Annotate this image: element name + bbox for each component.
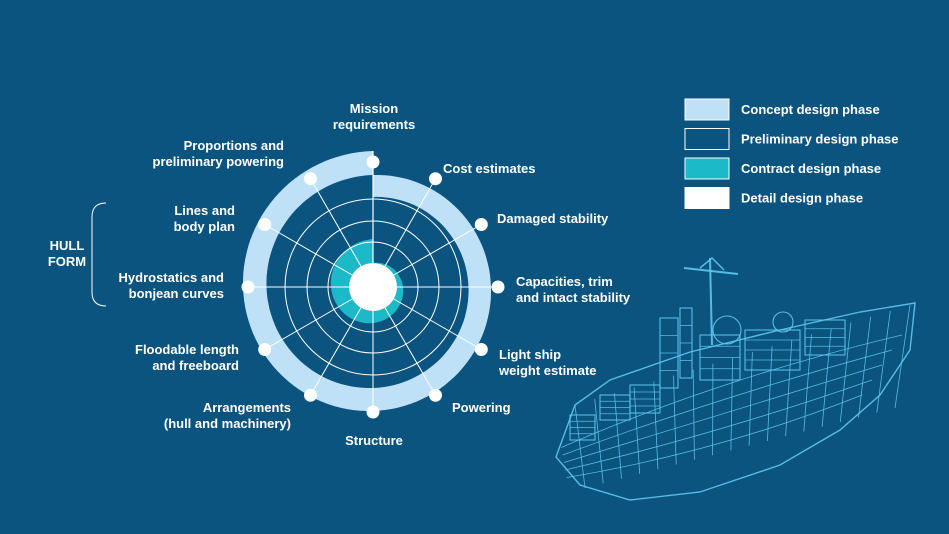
label-arrangements-line1: Arrangements <box>203 400 291 415</box>
ship-dome <box>772 311 794 333</box>
spoke-powering <box>384 307 436 395</box>
ship-mesh-rib <box>785 340 793 437</box>
label-mission-line2: requirements <box>333 117 415 132</box>
ship-mesh-stringer <box>561 334 903 448</box>
ship-mesh-rib <box>803 334 812 432</box>
marker-damaged <box>474 218 488 231</box>
spoke-lightship <box>393 298 481 350</box>
label-floodable-line1: Floodable length <box>135 342 239 357</box>
label-damaged-line1: Damaged stability <box>497 211 609 226</box>
marker-lightship <box>474 343 488 356</box>
marker-mission <box>366 155 380 169</box>
ship-mesh-rib <box>653 381 659 470</box>
contract-phase-ring <box>330 239 404 324</box>
marker-proportions <box>304 172 317 186</box>
spoke-floodable <box>265 298 353 350</box>
spoke-cost <box>384 179 436 267</box>
label-proportions-line2: preliminary powering <box>153 154 285 169</box>
label-hydrostatics-line2: bonjean curves <box>129 286 224 301</box>
ship-mesh-rib <box>821 328 832 427</box>
label-mission-line1: Mission <box>350 101 398 116</box>
legend-label-4: Detail design phase <box>741 191 863 206</box>
ship-mesh-rib <box>876 310 891 413</box>
ship-mesh-stringer <box>565 379 873 471</box>
legend-label-3: Contract design phase <box>741 161 881 176</box>
label-powering-line1: Powering <box>452 400 511 415</box>
marker-floodable <box>258 343 272 356</box>
spoke-lines <box>265 224 353 276</box>
spoke-arrangements <box>310 307 362 395</box>
label-capacities-line1: Capacities, trim <box>516 274 613 289</box>
spoke-proportions <box>310 179 362 267</box>
ship-mesh-rib <box>673 375 677 465</box>
hull-form-bracket <box>91 202 107 307</box>
label-arrangements-line2: (hull and machinery) <box>164 416 291 431</box>
hull-form-label-line1: HULL <box>50 238 85 253</box>
label-floodable-line2: and freeboard <box>152 358 239 373</box>
ship-mesh-rib <box>858 316 871 418</box>
label-proportions-line1: Proportions and <box>184 138 284 153</box>
label-lines-line2: body plan <box>174 219 235 234</box>
ship-mesh-rib <box>692 369 695 460</box>
label-lightship-line2: weight estimate <box>498 363 597 378</box>
ship-mesh-rib <box>767 346 773 441</box>
marker-powering <box>429 388 442 402</box>
marker-arrangements <box>304 388 317 402</box>
legend-label-2: Preliminary design phase <box>741 132 899 147</box>
ship-mast-yard <box>683 267 739 275</box>
ship-mesh-rib <box>594 399 604 484</box>
ship-mesh-rib <box>574 404 586 489</box>
hull-form-label-line2: FORM <box>48 254 86 269</box>
label-lines-line1: Lines and <box>174 203 235 218</box>
label-hydrostatics-line1: Hydrostatics and <box>119 270 225 285</box>
ship-hull <box>555 302 916 501</box>
ship-mast <box>709 257 713 346</box>
ship-mesh-stringer <box>566 394 863 478</box>
ship-mesh-rib <box>748 352 753 446</box>
spoke-damaged <box>393 224 481 276</box>
marker-capacities <box>491 280 505 294</box>
ship-mesh-rib <box>633 387 641 474</box>
ship-dome <box>712 315 742 345</box>
step-markers <box>241 155 505 419</box>
label-structure-line1: Structure <box>345 433 403 448</box>
ship-mesh-rib <box>730 357 733 451</box>
ship-mesh-rib <box>894 304 911 409</box>
marker-hydrostatics <box>241 280 255 294</box>
legend-swatch-3 <box>684 157 730 180</box>
label-lightship-line1: Light ship <box>499 347 561 362</box>
detail-phase-center <box>349 263 397 311</box>
ship-mast-top <box>699 256 725 271</box>
ship-mesh-stringer <box>563 364 883 463</box>
legend-label-1: Concept design phase <box>741 102 880 117</box>
label-capacities-line2: and intact stability <box>516 290 631 305</box>
marker-lines <box>258 218 272 231</box>
legend-swatch-2 <box>684 128 730 150</box>
ship-mesh-stringer <box>562 349 893 456</box>
legend-swatch-1 <box>684 98 730 121</box>
marker-cost <box>429 172 442 186</box>
design-spiral-wheel <box>241 151 505 419</box>
spiral-spokes <box>249 151 497 411</box>
ship-mesh-rib <box>839 322 852 423</box>
wireframe-ship-icon <box>555 256 916 501</box>
marker-structure <box>366 405 380 419</box>
label-cost-line1: Cost estimates <box>443 161 535 176</box>
legend-swatch-4 <box>684 187 730 209</box>
